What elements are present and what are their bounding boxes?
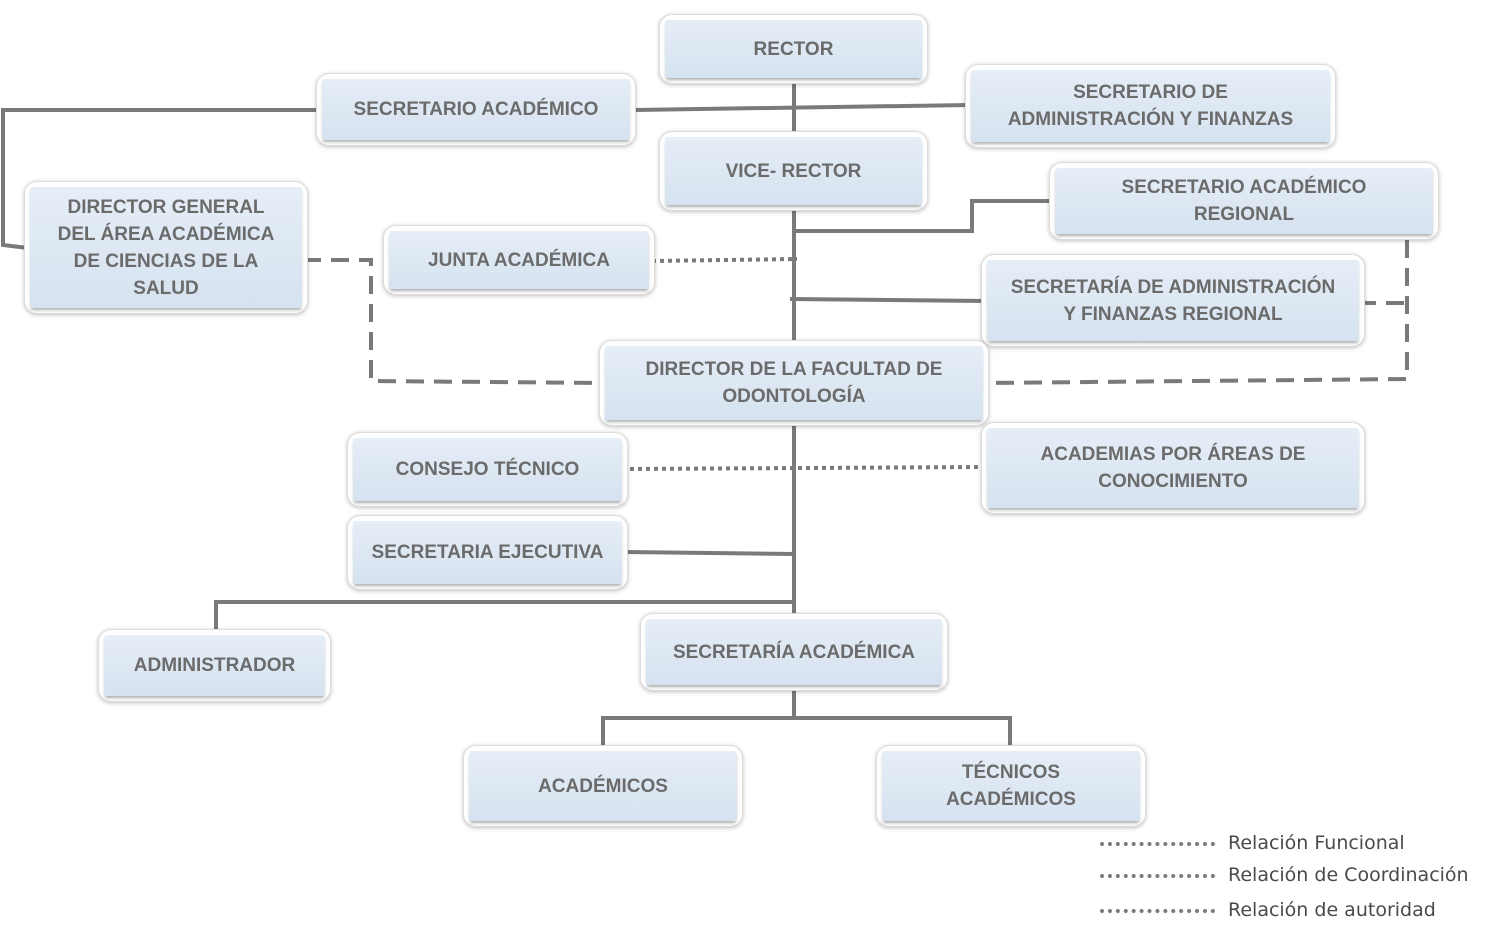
legend-coordinacion-label: Relación de Coordinación bbox=[1228, 864, 1469, 886]
node-junta-academica-label: JUNTA ACADÉMICA bbox=[428, 249, 610, 271]
node-junta-academica: JUNTA ACADÉMICA bbox=[383, 225, 655, 295]
node-academicos: ACADÉMICOS bbox=[463, 745, 743, 827]
node-secretaria-academica-label: SECRETARÍA ACADÉMICA bbox=[672, 641, 916, 663]
node-consejo-tecnico: CONSEJO TÉCNICO bbox=[347, 432, 628, 507]
node-rector-label: RECTOR bbox=[753, 38, 834, 60]
line-trunk-sec-acad-regional bbox=[794, 199, 1054, 233]
line-trunk-sec-admin-regional bbox=[789, 297, 988, 303]
node-director-facultad: DIRECTOR DE LA FACULTAD DE ODONTOLOGÍA bbox=[599, 340, 989, 426]
node-secretario-academico: SECRETARIO ACADÉMICO bbox=[316, 73, 636, 146]
legend-autoridad-label: Relación de autoridad bbox=[1228, 899, 1436, 921]
legend-funcional-label: Relación Funcional bbox=[1228, 832, 1405, 854]
node-academias-line-2: CONOCIMIENTO bbox=[1098, 471, 1248, 492]
dashed-regional-facultad bbox=[984, 240, 1409, 385]
node-director-general-line-3: DE CIENCIAS DE LA bbox=[73, 250, 259, 272]
node-administrador: ADMINISTRADOR bbox=[98, 629, 331, 702]
node-secretario-academico-regional-line-1: SECRETARIO ACADÉMICO bbox=[1121, 177, 1367, 198]
line-secacad-director-general bbox=[0, 108, 322, 250]
node-secretaria-academica: SECRETARÍA ACADÉMICA bbox=[640, 613, 948, 691]
line-trunk-sec-ejecutiva bbox=[623, 550, 795, 556]
line-trunk-administrador bbox=[214, 600, 794, 634]
legend-autoridad-line bbox=[1100, 909, 1215, 913]
line-secacad-secadmin bbox=[630, 103, 971, 112]
node-director-general: DIRECTOR GENERAL DEL ÁREA ACADÉMICA DE C… bbox=[24, 181, 308, 314]
node-director-facultad-line-1: DIRECTOR DE LA FACULTAD DE bbox=[645, 359, 943, 380]
node-vice-rector-label: VICE- RECTOR bbox=[725, 160, 862, 182]
legend-funcional: Relación Funcional bbox=[1100, 830, 1480, 856]
node-secretario-admin-finanzas: SECRETARIO DE ADMINISTRACIÓN Y FINANZAS bbox=[965, 64, 1336, 148]
node-secretario-admin-finanzas-line-1: SECRETARIO DE bbox=[1073, 82, 1228, 103]
node-secretario-academico-regional-line-2: REGIONAL bbox=[1193, 204, 1295, 225]
node-secretaria-ejecutiva: SECRETARIA EJECUTIVA bbox=[347, 515, 628, 590]
node-tecnicos-academicos-line-2: ACADÉMICOS bbox=[946, 789, 1076, 810]
node-tecnicos-academicos-line-1: TÉCNICOS bbox=[961, 762, 1061, 783]
legend-autoridad: Relación de autoridad bbox=[1100, 897, 1480, 923]
dotted-consejo-academias bbox=[621, 465, 988, 471]
node-rector: RECTOR bbox=[659, 14, 928, 84]
node-vice-rector: VICE- RECTOR bbox=[659, 131, 928, 211]
legend-coordinacion: Relación de Coordinación bbox=[1100, 862, 1480, 888]
node-secretario-admin-finanzas-line-2: ADMINISTRACIÓN Y FINANZAS bbox=[1007, 109, 1294, 130]
node-director-general-line-1: DIRECTOR GENERAL bbox=[67, 196, 265, 218]
node-director-general-line-4: SALUD bbox=[133, 277, 199, 299]
node-secretaria-ejecutiva-label: SECRETARIA EJECUTIVA bbox=[371, 542, 604, 563]
node-director-general-line-2: DEL ÁREA ACADÉMICA bbox=[57, 223, 275, 245]
node-secretario-academico-label: SECRETARIO ACADÉMICO bbox=[353, 99, 599, 120]
node-administrador-label: ADMINISTRADOR bbox=[133, 655, 296, 676]
node-tecnicos-academicos: TÉCNICOS ACADÉMICOS bbox=[876, 745, 1146, 827]
node-secretaria-admin-regional-line-1: SECRETARÍA DE ADMINISTRACIÓN bbox=[1010, 276, 1336, 298]
node-academias: ACADEMIAS POR ÁREAS DE CONOCIMIENTO bbox=[981, 422, 1365, 514]
node-director-facultad-line-2: ODONTOLOGÍA bbox=[722, 386, 866, 407]
node-secretario-academico-regional: SECRETARIO ACADÉMICO REGIONAL bbox=[1049, 162, 1439, 240]
node-academicos-label: ACADÉMICOS bbox=[538, 775, 668, 797]
node-academias-line-1: ACADEMIAS POR ÁREAS DE bbox=[1040, 444, 1306, 465]
legend-funcional-line bbox=[1100, 842, 1215, 846]
line-secacademica-children bbox=[601, 686, 1012, 750]
legend-coordinacion-line bbox=[1100, 874, 1215, 878]
node-consejo-tecnico-label: CONSEJO TÉCNICO bbox=[395, 459, 580, 480]
dashed-director-general-facultad bbox=[303, 258, 606, 385]
node-secretaria-admin-regional-line-2: Y FINANZAS REGIONAL bbox=[1063, 303, 1283, 325]
dotted-junta-academica bbox=[651, 257, 798, 263]
node-secretaria-admin-regional: SECRETARÍA DE ADMINISTRACIÓN Y FINANZAS … bbox=[981, 254, 1365, 347]
